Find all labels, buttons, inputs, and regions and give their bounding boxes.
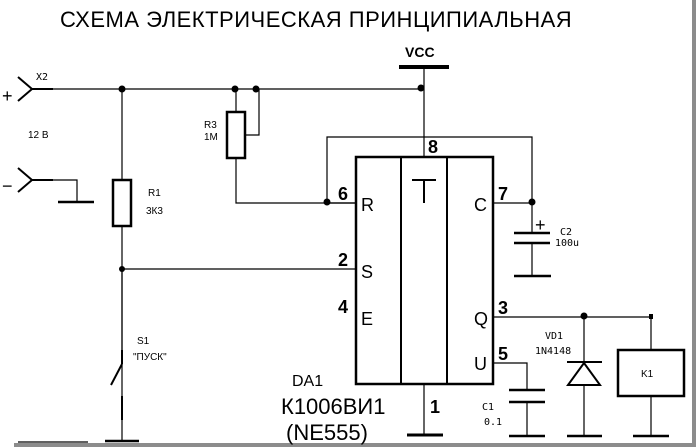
pin-number: 4 — [338, 297, 348, 317]
k1-ref: K1 — [641, 369, 654, 380]
switch-s1: S1 "ПУСК" — [18, 269, 167, 443]
pin-function: Q — [474, 309, 488, 329]
capacitor-c1: C1 0.1 — [482, 362, 545, 438]
pin-function: U — [474, 354, 487, 374]
supply-voltage: 12 В — [28, 130, 49, 141]
diode-vd1: VD1 1N4148 — [535, 317, 602, 438]
ic-da1: 6 R 2 S 4 E 8 7 C 3 Q 5 U 1 DA1 К1006ВИ1… — [281, 137, 508, 445]
resistor-r3: R3 1M — [204, 89, 356, 204]
ic-ref: DA1 — [292, 373, 323, 390]
pin-number: 1 — [430, 397, 440, 417]
r3-ref: R3 — [204, 120, 217, 131]
right-border — [692, 0, 696, 447]
feedback-wire — [326, 136, 533, 203]
plus-sign: + — [2, 86, 13, 106]
r1-value: 3К3 — [146, 206, 163, 217]
ic-part-number: К1006ВИ1 — [281, 394, 385, 419]
minus-sign: − — [2, 176, 13, 196]
junction-dot — [252, 85, 260, 93]
connector-x2: + X2 12 В − — [2, 72, 94, 204]
s1-ref: S1 — [137, 336, 150, 347]
junction-dot — [649, 314, 653, 319]
ic-part-alt: (NE555) — [286, 420, 368, 445]
bottom-border — [14, 443, 696, 447]
pin-function: R — [361, 195, 374, 215]
r1-ref: R1 — [148, 188, 161, 199]
c2-value: 100u — [555, 238, 579, 249]
pin-number: 7 — [498, 184, 508, 204]
plus-connector-icon — [17, 76, 34, 102]
connector-ref: X2 — [36, 72, 48, 83]
pin-number: 5 — [498, 344, 508, 364]
capacitor-c2: + C2 100u — [493, 202, 579, 278]
vd1-ref: VD1 — [545, 331, 563, 342]
pin-function: E — [361, 309, 373, 329]
junction-dot — [580, 312, 588, 320]
vcc-label: VCC — [405, 44, 435, 60]
junction-dot — [417, 84, 425, 92]
pin-function: C — [474, 195, 487, 215]
vcc-symbol: VCC — [399, 44, 449, 157]
resistor-r1: R1 3К3 — [111, 89, 163, 420]
vd1-value: 1N4148 — [535, 346, 571, 357]
r3-value: 1M — [204, 132, 218, 143]
c2-ref: C2 — [560, 227, 572, 238]
pin-number: 6 — [338, 184, 348, 204]
s1-value: "ПУСК" — [133, 352, 167, 363]
junction-dot — [231, 85, 239, 93]
junction-dot — [323, 198, 331, 206]
pin-function: S — [361, 262, 373, 282]
pin-number: 8 — [428, 137, 438, 157]
junction-dot — [528, 198, 536, 206]
minus-connector-icon — [17, 167, 34, 193]
c1-ref: C1 — [482, 402, 494, 413]
c2-polarity: + — [535, 215, 546, 235]
c1-value: 0.1 — [484, 417, 502, 428]
schematic-title: СХЕМА ЭЛЕКТРИЧЕСКАЯ ПРИНЦИПИАЛЬНАЯ — [60, 7, 572, 32]
pin-number: 2 — [338, 250, 348, 270]
relay-k1: K1 — [616, 317, 686, 438]
pin-number: 3 — [498, 298, 508, 318]
